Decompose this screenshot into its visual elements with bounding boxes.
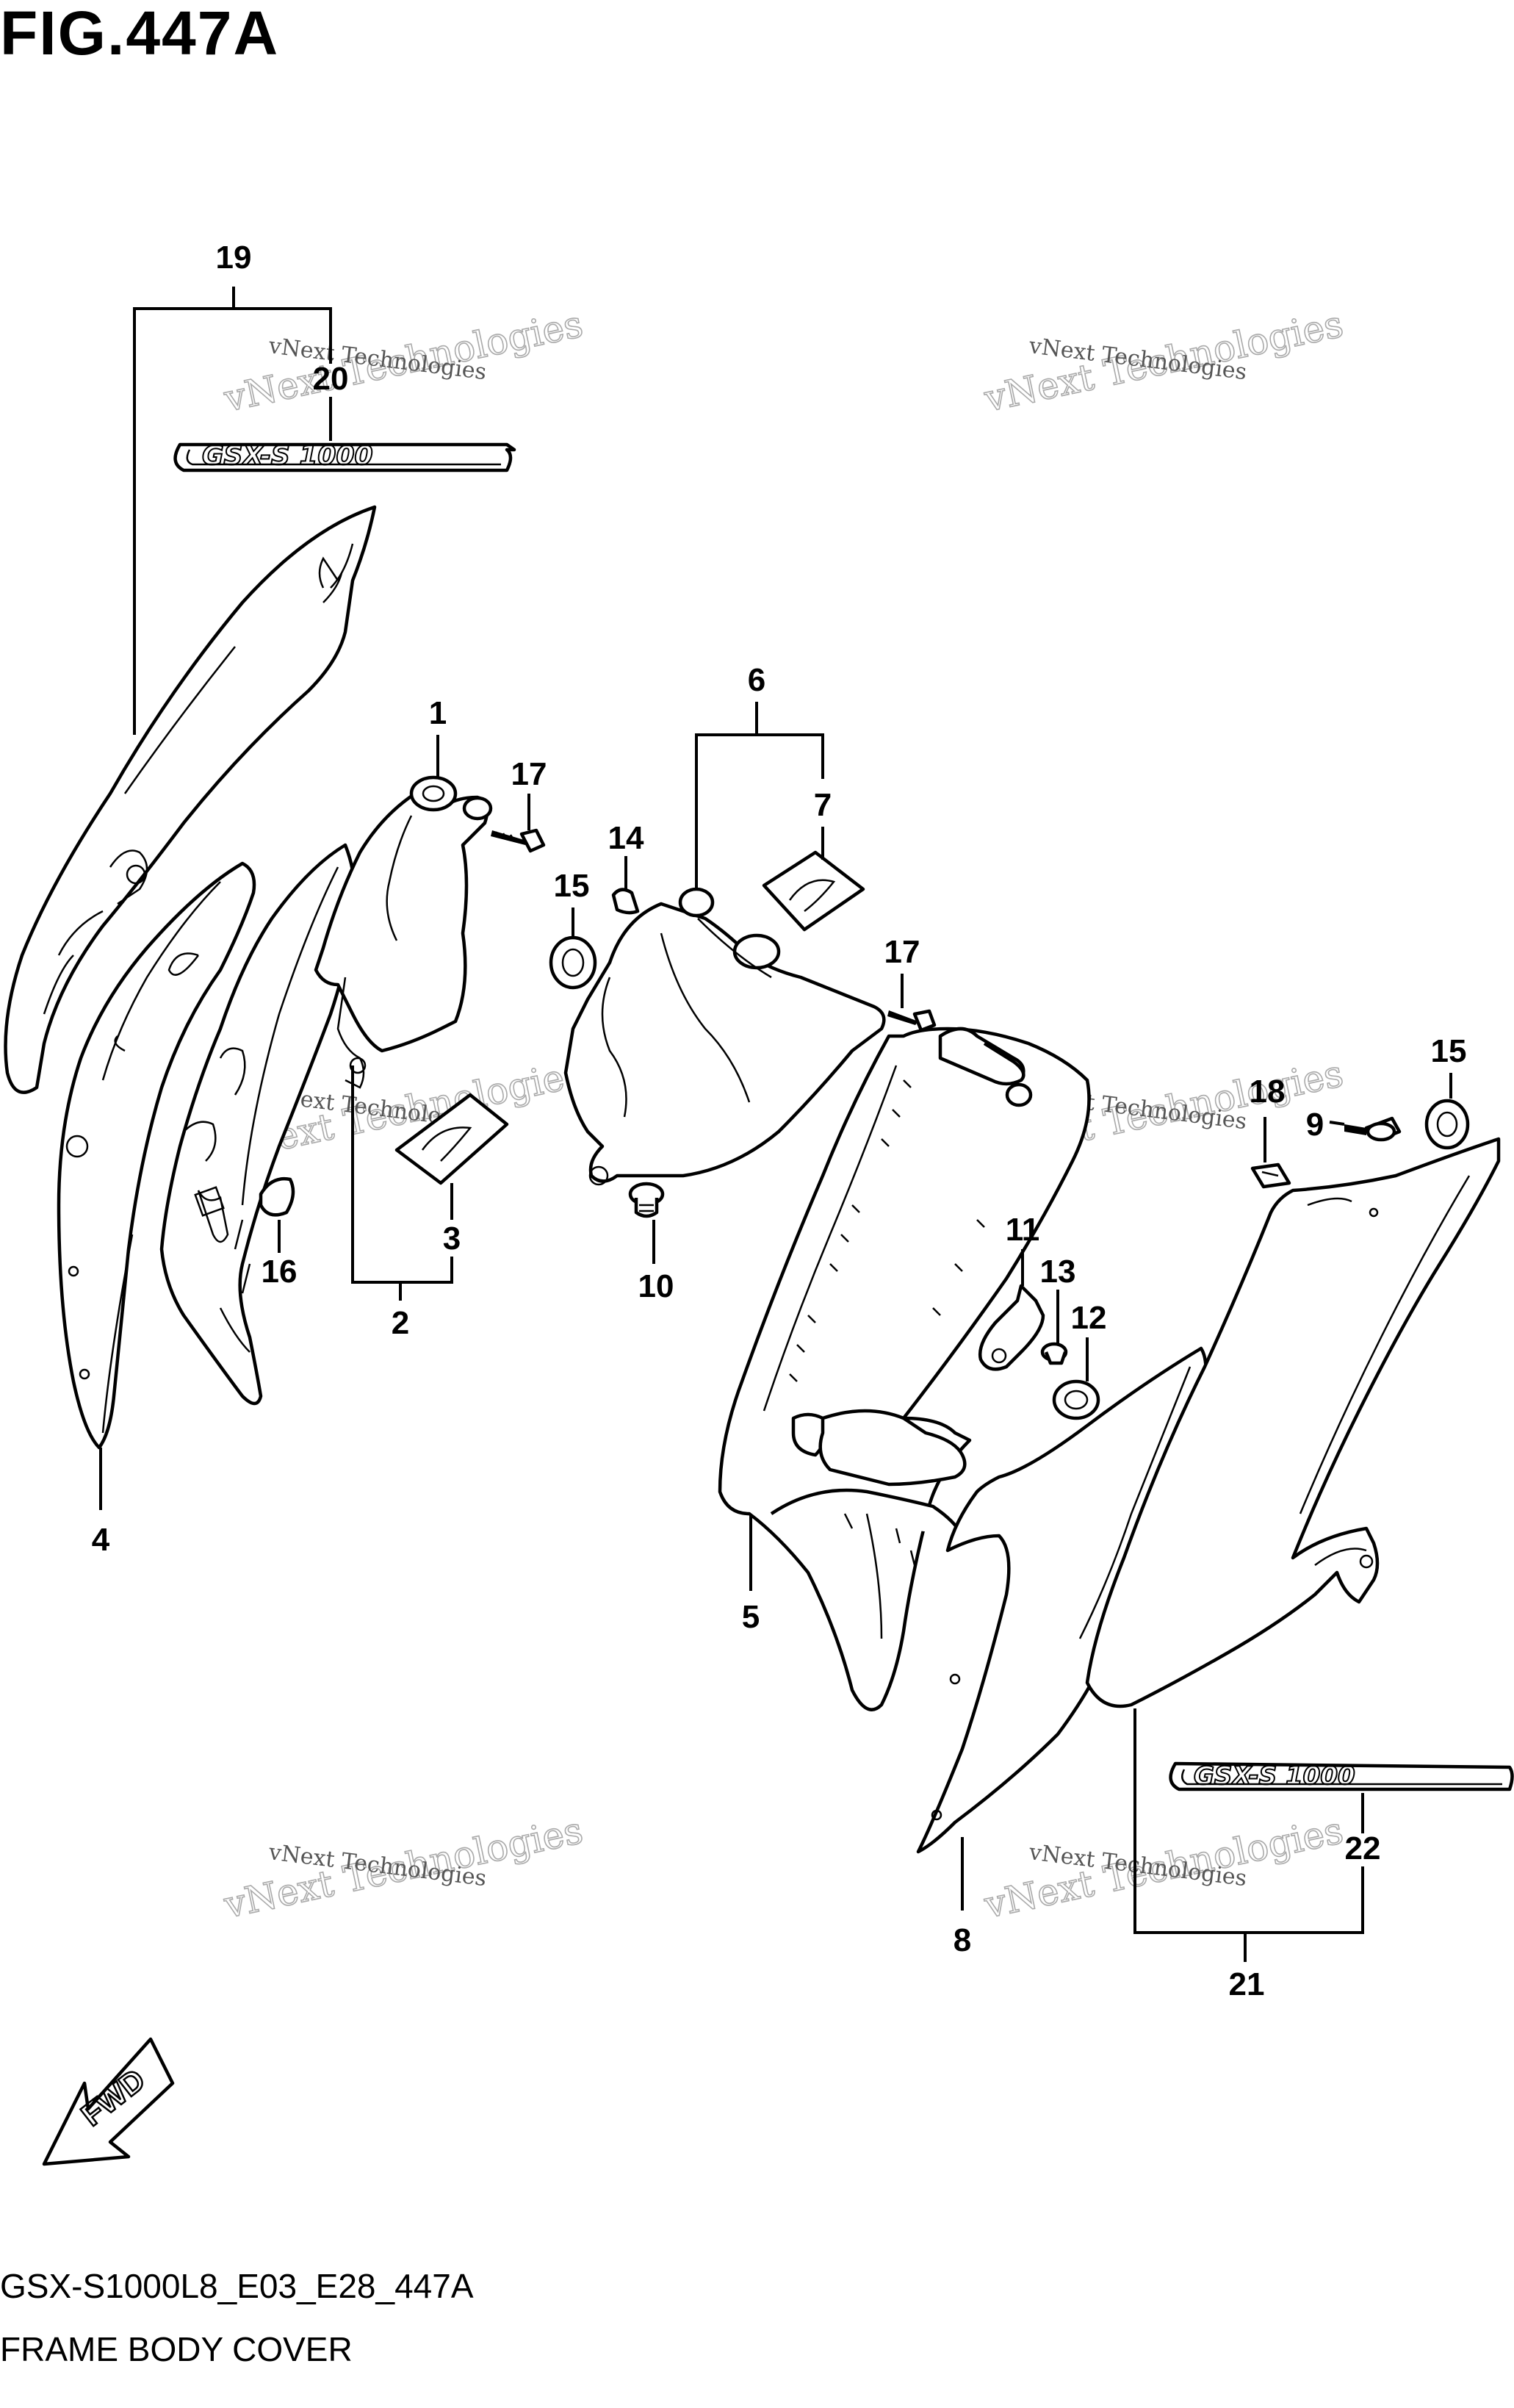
part-10-bolt xyxy=(628,1182,665,1218)
callout-12: 12 xyxy=(1071,1300,1107,1336)
callout-14: 14 xyxy=(608,820,644,856)
emblem-20: GSX-S 1000 xyxy=(173,440,516,472)
part-11-bracket xyxy=(978,1284,1045,1371)
watermark-top-right: vNext Technologies vNext Technologies xyxy=(980,302,1347,421)
callout-15-right: 15 xyxy=(1431,1033,1467,1069)
part-2-upper-bracket xyxy=(314,775,493,1089)
callout-13: 13 xyxy=(1040,1254,1076,1290)
callout-numbers: 19 20 1 17 6 7 14 15 17 15 18 9 16 3 2 1… xyxy=(92,240,1467,2002)
callout-10: 10 xyxy=(638,1268,674,1304)
callout-6: 6 xyxy=(748,662,765,698)
part-12-damper xyxy=(1052,1379,1100,1420)
part-15-left-damper xyxy=(549,935,597,990)
callout-11: 11 xyxy=(1006,1212,1040,1248)
watermark-bottom-left: vNext Technologies vNext Technologies xyxy=(220,1808,587,1927)
fwd-arrow: FWD xyxy=(42,2037,175,2166)
callout-21: 21 xyxy=(1229,1966,1265,2002)
part-5-center-panel xyxy=(718,1027,1091,1711)
part-6-center-cover xyxy=(563,887,886,1186)
part-2-panel xyxy=(159,843,357,1406)
part-17-screw-left xyxy=(491,828,546,853)
svg-text:GSX-S 1000: GSX-S 1000 xyxy=(1194,1761,1355,1791)
callout-17-right: 17 xyxy=(884,934,920,970)
part-15-right-damper xyxy=(1424,1099,1470,1150)
callout-9: 9 xyxy=(1306,1107,1324,1143)
part-16-grommet xyxy=(259,1176,295,1217)
callout-4: 4 xyxy=(92,1522,110,1558)
callout-2: 2 xyxy=(392,1305,409,1341)
part-17-screw-right xyxy=(887,1009,937,1032)
part-9-bolt xyxy=(1344,1116,1402,1142)
figure-name: FRAME BODY COVER xyxy=(0,2330,353,2368)
figure-code: GSX-S1000L8_E03_E28_447A xyxy=(0,2267,474,2305)
callout-8: 8 xyxy=(954,1922,971,1958)
watermark-bottom-right: vNext Technologies vNext Technologies xyxy=(980,1808,1347,1927)
callout-16: 16 xyxy=(262,1254,298,1290)
callout-5: 5 xyxy=(742,1599,760,1635)
svg-text:GSX-S 1000: GSX-S 1000 xyxy=(202,441,373,471)
part-4-inner-panel xyxy=(57,861,256,1450)
part-13-bolt xyxy=(1040,1342,1068,1365)
leader-lines xyxy=(133,287,1364,1962)
callout-20: 20 xyxy=(313,361,349,397)
callout-17-left: 17 xyxy=(511,756,547,792)
figure-title: FIG.447A xyxy=(0,0,280,68)
callout-19: 19 xyxy=(216,240,252,276)
part-7-emblem xyxy=(762,850,865,932)
part-4-outer-cover xyxy=(4,505,377,1094)
callout-1: 1 xyxy=(429,695,447,731)
emblem-22: GSX-S 1000 xyxy=(1169,1761,1514,1791)
part-21-right-cover xyxy=(1085,1137,1501,1708)
callout-18: 18 xyxy=(1250,1074,1286,1110)
part-14-clip xyxy=(611,888,640,915)
watermark-top-left: vNext Technologies vNext Technologies xyxy=(220,302,587,421)
callout-22: 22 xyxy=(1345,1830,1381,1866)
part-18-nut xyxy=(1250,1162,1291,1189)
callout-15-left: 15 xyxy=(554,868,590,904)
callout-3: 3 xyxy=(443,1221,461,1257)
part-3-emblem xyxy=(394,1093,509,1185)
callout-7: 7 xyxy=(814,787,832,823)
